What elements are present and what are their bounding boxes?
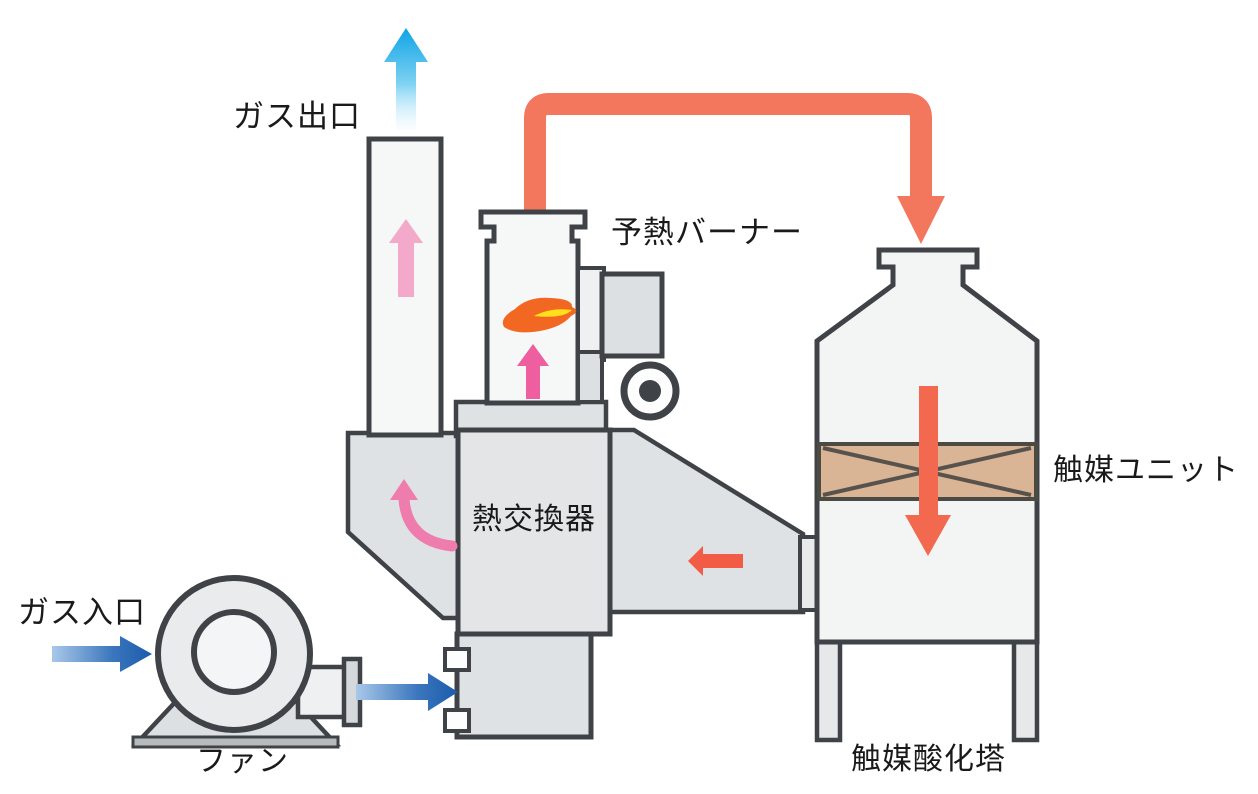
gas-outlet-arrow-icon: [384, 28, 428, 130]
fan-inlet-eye-icon: [191, 609, 277, 695]
label-catalyst-oxidation-tower: 触媒酸化塔: [851, 743, 1006, 776]
fan-discharge-arrow-icon: [356, 673, 458, 711]
gas-inlet-arrow-icon: [52, 636, 152, 672]
label-catalyst-unit: 触媒ユニット: [1053, 454, 1239, 487]
tower-leg-left: [814, 637, 843, 743]
fan-assembly: [130, 575, 363, 749]
fan-base-plate: [131, 735, 340, 749]
label-gas-outlet: ガス出口: [233, 99, 361, 134]
label-gas-inlet: ガス入口: [18, 595, 146, 630]
hot-gas-pipe-run: [524, 93, 932, 222]
heat-exchanger-right-funnel-duct: [607, 427, 806, 615]
duct-curved-arrow-icon: [390, 479, 458, 552]
label-heat-exchanger: 熱交換器: [472, 503, 596, 536]
inlet-flange-socket-bottom: [443, 708, 471, 733]
burner-up-arrow-icon: [517, 344, 549, 399]
burner-unit-box: [599, 271, 665, 359]
label-preheat-burner: 予熱バーナー: [611, 215, 803, 250]
hot-gas-pipe-arrowhead-icon: [897, 196, 945, 244]
hot-gas-pipe: [524, 93, 945, 244]
burner-blower-hub-icon: [639, 380, 661, 402]
burner-flame-icon: [502, 297, 577, 333]
tower-down-arrow-icon: [905, 386, 951, 556]
heat-exchanger-inlet-box: [454, 631, 594, 740]
label-fan: ファン: [196, 745, 289, 778]
tower-leg-right: [1011, 637, 1040, 743]
stack-up-arrow-icon: [389, 219, 423, 297]
tower-to-exchanger-arrow-icon: [688, 546, 743, 576]
heat-exchanger-left-duct: [345, 430, 461, 621]
inlet-flange-socket-top: [443, 647, 471, 672]
burner-mount-step: [576, 350, 604, 404]
